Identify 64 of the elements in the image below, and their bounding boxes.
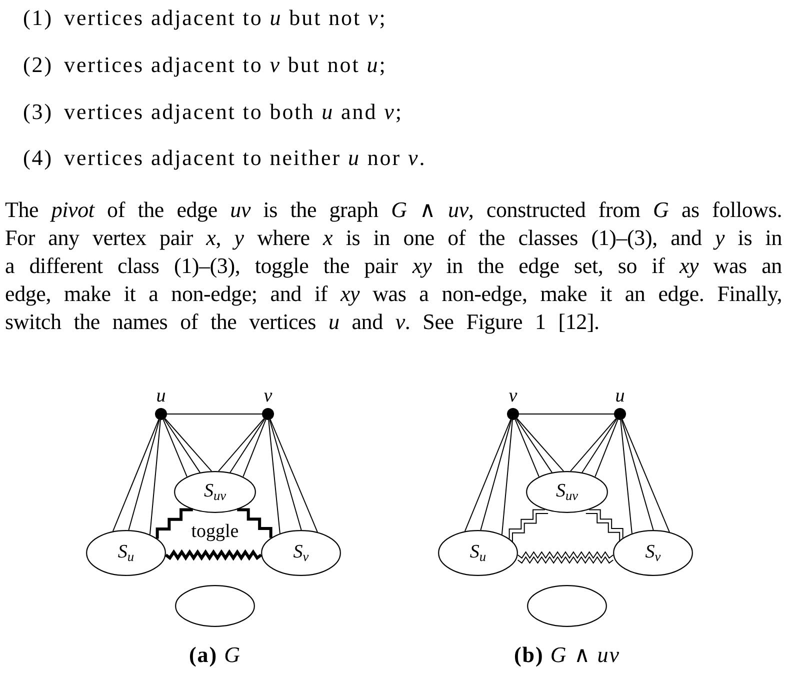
staircase-line [508, 509, 549, 544]
node-label: S$_{uv}$ [204, 482, 226, 502]
edge-line [594, 419, 618, 478]
list-item-text: vertices adjacent to u but not v; [64, 6, 387, 30]
ellipse-node [261, 530, 341, 576]
node-label: S$_{v}$ [645, 542, 661, 564]
paragraph: The pivot of the edge uv is the graph G ∧ uv, constructed from G as follows. For any vertex pair x, y where x is in one of the classes (1)–(3), and y is in a different class (1)–(3), toggle the pair xy in the edge set, so if xy was an edge, make it a non-edge; and if xy was a non-edge, make it an edge. Finally, switch the names of the vertices u and v. See Figure 1 [12]. [5, 196, 782, 336]
ellipse-node [438, 530, 518, 576]
staircase-line [156, 508, 193, 539]
edge-line [218, 418, 265, 472]
zigzag-line [517, 551, 614, 564]
list-item-text: vertices adjacent to both u and v; [64, 100, 403, 124]
edge-line [128, 419, 160, 531]
vertex-label: v [508, 386, 518, 408]
edge-line [164, 418, 200, 473]
edge-line [164, 418, 212, 472]
edge-line [268, 419, 280, 534]
empty-ellipse [175, 585, 255, 627]
node-label: S$_{uv}$ [556, 482, 578, 502]
vertex-dot [155, 408, 167, 420]
edge-line [621, 419, 654, 530]
annotation-text: toggle [191, 520, 239, 544]
ellipse-node [613, 530, 693, 576]
edge-line [162, 419, 188, 478]
list-number: (1) [23, 6, 54, 30]
ellipse-node [174, 471, 256, 513]
edge-line [269, 419, 302, 530]
edge-line [501, 419, 513, 536]
list-number: (2) [23, 53, 54, 77]
list-item-text: vertices adjacent to v but not u; [64, 53, 387, 77]
subfigure-caption: (a) G [188, 643, 242, 667]
edge-line [270, 419, 318, 533]
node-label: S$_{v}$ [293, 542, 309, 564]
zigzag-line [164, 549, 262, 561]
edge-line [570, 418, 617, 472]
node-label: S$_{u}$ [470, 542, 486, 564]
edge-line [230, 418, 266, 473]
ellipse-node [86, 530, 166, 576]
staircase-line [237, 508, 272, 538]
edge-line [622, 419, 670, 533]
list-item-text: vertices adjacent to neither u nor v. [64, 146, 426, 170]
edge-line [582, 418, 618, 473]
vertex-dot [507, 408, 519, 420]
vertex-label: v [264, 386, 272, 408]
staircase-line [585, 509, 624, 542]
edge-line [112, 419, 160, 532]
edge-line [516, 418, 564, 472]
edge-line [480, 419, 512, 531]
empty-ellipse [527, 585, 607, 627]
edge-line [149, 419, 161, 536]
edge-line [464, 419, 512, 532]
list-number: (3) [23, 100, 54, 124]
list-number: (4) [23, 146, 54, 170]
subfigure-caption: (b) G ∧ uv [514, 643, 620, 667]
edge-line [620, 419, 632, 534]
vertex-dot [262, 408, 274, 420]
vertex-dot [614, 408, 626, 420]
vertex-label: u [615, 386, 625, 408]
ellipse-node [526, 471, 608, 513]
edge-line [514, 419, 540, 478]
edge-line [242, 419, 266, 478]
vertex-label: u [156, 386, 166, 408]
edge-line [516, 418, 552, 473]
node-label: S$_{u}$ [118, 542, 134, 564]
